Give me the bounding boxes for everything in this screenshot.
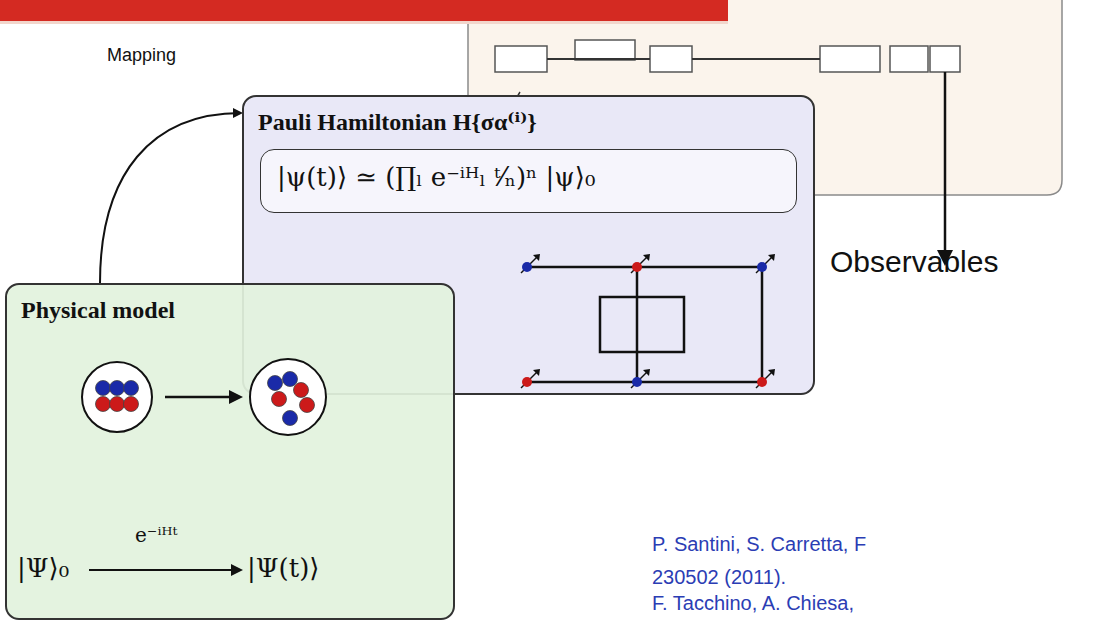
- particle: [124, 397, 139, 412]
- particle: [124, 381, 139, 396]
- spin-arrowhead: [768, 369, 775, 376]
- particle: [96, 397, 111, 412]
- particle: [96, 381, 111, 396]
- panel-wire: [547, 58, 820, 60]
- header-bar-edge: [0, 21, 728, 24]
- spin-arrow: [756, 256, 773, 273]
- spin-arrow: [631, 256, 648, 273]
- formula-box: |ψ(t)⟩ ≃ (∏ₗ e⁻ⁱᴴₗ ᵗ⁄ₙ)ⁿ |ψ⟩₀: [260, 149, 797, 213]
- particle: [268, 376, 283, 391]
- lattice-lines: [527, 267, 762, 382]
- observables-arrow: [944, 72, 947, 252]
- lattice-line: [636, 267, 639, 382]
- particle: [300, 398, 315, 413]
- initial-cluster: [82, 362, 152, 432]
- panel-blocks: [495, 40, 960, 72]
- formula-text: |Ψ(t)⟩: [247, 553, 319, 583]
- particle: [110, 381, 125, 396]
- particle: [283, 372, 298, 387]
- evolution-arrow: [89, 569, 233, 571]
- physical-model-box: Physical model |Ψ⟩₀ e⁻ⁱᴴᵗ |Ψ(t)⟩: [5, 283, 455, 620]
- process-arrowhead: [229, 390, 243, 404]
- spin-arrowhead: [533, 254, 540, 261]
- particle: [283, 411, 298, 426]
- spin-arrow: [631, 371, 648, 388]
- header-bar: [0, 0, 728, 21]
- node-heading: |ψ(t)⟩ ≃ (∏ₗ e⁻ⁱᴴₗ ᵗ⁄ₙ)ⁿ |ψ⟩₀: [277, 162, 595, 192]
- spin-dot: [632, 262, 642, 272]
- spin-arrow: [521, 256, 538, 273]
- particle: [294, 383, 309, 398]
- particle: [272, 392, 287, 407]
- formula-text: |Ψ⟩₀: [17, 553, 69, 583]
- mapping-arrow: [100, 113, 241, 283]
- spin-dot: [757, 262, 767, 272]
- node-heading: Pauli Hamiltonian H{σα⁽ⁱ⁾}: [258, 107, 537, 136]
- spin-arrow: [756, 371, 773, 388]
- formula-text: e⁻ⁱᴴᵗ: [135, 523, 177, 547]
- lattice-plaquette: [600, 297, 684, 352]
- spin-dot: [522, 262, 532, 272]
- spin-arrowhead: [533, 369, 540, 376]
- spin-arrowhead: [643, 254, 650, 261]
- reference-text: P. Santini, S. Carretta, F: [652, 533, 866, 556]
- spin-arrowhead: [643, 369, 650, 376]
- lattice-outline: [527, 267, 762, 382]
- process-arrow: [165, 396, 231, 399]
- spin-arrowhead: [768, 254, 775, 261]
- spin-dot: [522, 377, 532, 387]
- evolution-arrowhead: [231, 564, 243, 576]
- particle-illustration: [7, 285, 457, 622]
- spin-dot: [632, 377, 642, 387]
- final-cluster: [250, 359, 326, 435]
- spin-arrow: [521, 371, 538, 388]
- edge-label: Mapping: [105, 45, 178, 66]
- reference-text: 230502 (2011).: [652, 566, 786, 589]
- particle: [110, 397, 125, 412]
- output-label: Observables: [830, 245, 998, 279]
- spin-dot: [757, 377, 767, 387]
- node-heading: Physical model: [21, 297, 175, 324]
- reference-text: F. Tacchino, A. Chiesa,: [652, 592, 854, 615]
